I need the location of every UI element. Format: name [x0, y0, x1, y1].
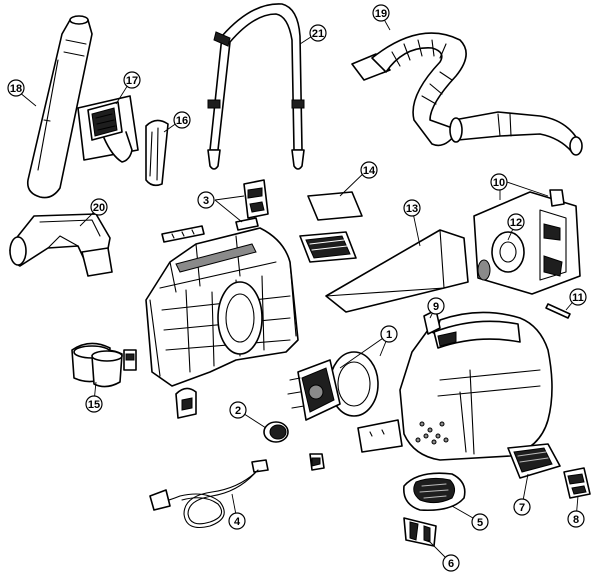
callout-label-13: 13 [406, 203, 418, 215]
callout-label-6: 6 [448, 558, 454, 570]
intake-duct-part [325, 229, 469, 313]
callout-label-9: 9 [433, 301, 439, 313]
callout-16: 16 [173, 111, 191, 129]
callout-label-7: 7 [519, 502, 525, 514]
callout-19: 19 [372, 4, 390, 22]
callout-2: 2 [229, 401, 247, 419]
callout-label-17: 17 [126, 75, 138, 87]
callout-3: 3 [197, 191, 215, 209]
callout-10: 10 [490, 173, 508, 191]
filter-screen-part [299, 191, 363, 263]
callout-label-14: 14 [363, 165, 376, 177]
callout-label-10: 10 [493, 177, 505, 189]
callout-label-5: 5 [477, 517, 483, 529]
extension-wand-part [26, 15, 93, 199]
callout-17: 17 [123, 71, 141, 89]
callout-label-18: 18 [10, 83, 22, 95]
callout-1: 1 [380, 325, 398, 343]
callout-20: 20 [90, 198, 108, 216]
callout-21: 21 [309, 24, 327, 42]
callout-12: 12 [507, 213, 525, 231]
callout-8: 8 [567, 510, 585, 528]
callout-6: 6 [442, 554, 460, 572]
bracket-part [403, 517, 437, 547]
callout-label-15: 15 [88, 399, 100, 411]
callout-label-8: 8 [573, 514, 579, 526]
callout-label-19: 19 [375, 8, 387, 20]
filter-cups-part [71, 342, 137, 388]
callout-label-2: 2 [235, 405, 241, 417]
callout-13: 13 [403, 199, 421, 217]
callout-18: 18 [7, 79, 25, 97]
callout-11: 11 [569, 288, 587, 306]
side-panel-part [357, 419, 403, 453]
callout-label-12: 12 [510, 217, 522, 229]
front-cover-part [399, 309, 553, 461]
callout-9: 9 [427, 297, 445, 315]
callout-4: 4 [228, 512, 246, 530]
callout-label-20: 20 [93, 202, 105, 214]
shoulder-strap-part [207, 3, 305, 170]
callout-label-4: 4 [234, 516, 241, 528]
callout-label-1: 1 [386, 329, 392, 341]
main-housing-frame-part [145, 227, 299, 387]
power-cord-part [149, 459, 269, 529]
knob-part [263, 421, 289, 443]
hose-part [351, 32, 583, 156]
latch-parts [161, 179, 269, 243]
filter-housing-part [507, 443, 561, 479]
motor-part [287, 351, 379, 421]
callout-label-3: 3 [203, 195, 209, 207]
floor-tool-part [9, 213, 113, 277]
pin-part [545, 303, 571, 319]
dirt-cup-part [403, 472, 466, 512]
callout-5: 5 [471, 513, 489, 531]
cord-clip-part [309, 453, 325, 471]
crevice-tool-part [145, 119, 169, 187]
motor-mount-assembly-part [473, 189, 581, 295]
upholstery-tool-part [77, 95, 139, 163]
callout-label-16: 16 [176, 115, 188, 127]
latch-part [563, 467, 591, 499]
small-clip-part [175, 387, 197, 419]
callout-14: 14 [360, 161, 378, 179]
callout-label-21: 21 [312, 28, 324, 40]
callout-7: 7 [513, 498, 531, 516]
callout-label-11: 11 [572, 292, 584, 304]
callout-15: 15 [85, 395, 103, 413]
